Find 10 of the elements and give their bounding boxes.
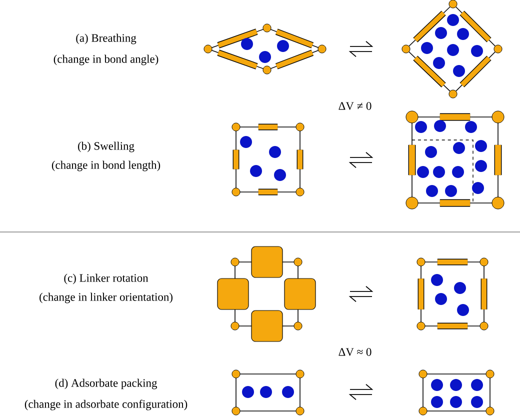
volume-change-label: ΔV ≈ 0 <box>338 348 372 356</box>
case-title: (c) Linker rotation <box>64 274 148 284</box>
case-title: (d) Adsorbate packing <box>55 378 158 390</box>
case-subtitle: (change in linker orientation) <box>40 292 172 304</box>
case-subtitle: (change in bond length) <box>52 160 160 172</box>
case-title: (b) Swelling <box>78 142 134 152</box>
volume-change-label: ΔV ≠ 0 <box>338 102 372 110</box>
case-title: (a) Breathing <box>76 34 136 44</box>
case-subtitle: (change in bond angle) <box>54 54 158 66</box>
case-subtitle: (change in adsorbate configuration) <box>24 400 188 410</box>
